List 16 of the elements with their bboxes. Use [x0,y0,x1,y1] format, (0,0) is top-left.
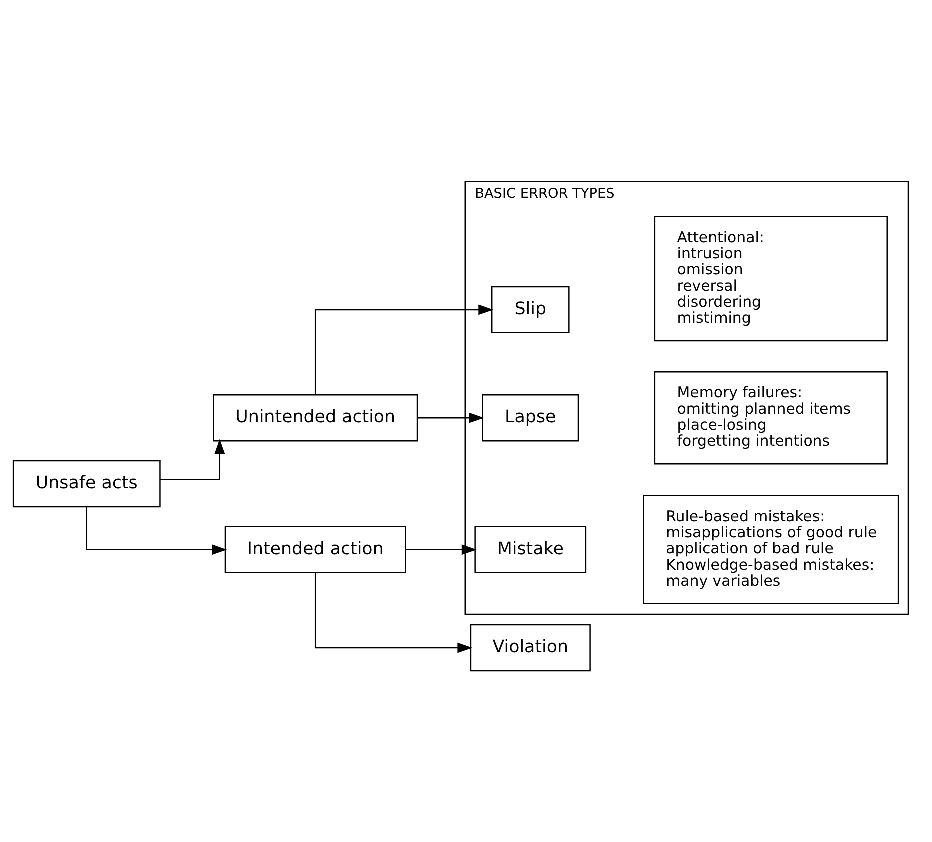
node-box: Mistake [474,526,587,573]
node-box: Memory failures: omitting planned items place-losing forgetting intentions [654,370,888,464]
node-box: Intended action [224,526,406,573]
node-box: Unsafe acts [12,460,161,508]
node-box: Slip [491,286,570,334]
arrow [418,412,484,423]
arrow [406,544,477,555]
arrow [314,304,494,394]
node-box: Violation [470,624,591,672]
node-box: Lapse [482,394,580,442]
arrow [86,506,228,555]
node-box: Unintended action [213,394,418,442]
node-box: Attentional: intrusion omission reversal disordering mistiming [654,216,888,342]
arrow [314,572,473,653]
node-box: Rule-based mistakes: misapplications of good rule application of bad rule Knowledge-based mistakes: many variables [643,494,900,604]
arrow [160,438,226,480]
